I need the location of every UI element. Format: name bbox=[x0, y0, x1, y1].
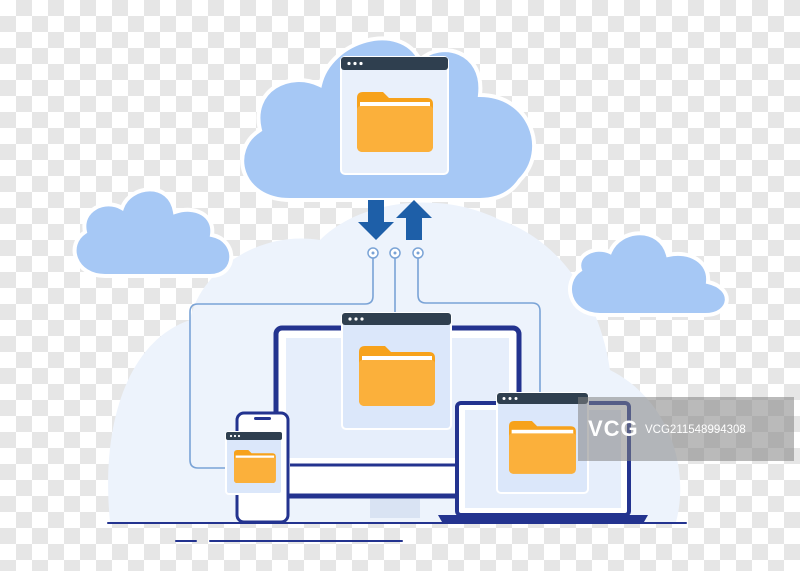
folder-icon bbox=[359, 346, 435, 406]
download-arrow-icon bbox=[358, 200, 394, 240]
monitor-browser-window bbox=[341, 312, 452, 430]
watermark-logo: VCG bbox=[588, 416, 639, 441]
laptop-browser-window bbox=[496, 392, 589, 494]
folder-icon bbox=[357, 92, 433, 152]
upload-arrow-icon bbox=[396, 200, 432, 240]
connector-lines bbox=[189, 258, 541, 469]
phone-browser-window bbox=[225, 431, 283, 495]
connector-nodes bbox=[367, 247, 424, 259]
watermark-box bbox=[578, 397, 794, 461]
folder-icon bbox=[234, 450, 276, 483]
cloud-browser-window bbox=[340, 56, 449, 175]
ground-lines bbox=[107, 522, 687, 542]
left-cloud-icon bbox=[72, 187, 234, 278]
right-cloud-icon bbox=[568, 231, 729, 317]
folder-icon bbox=[509, 421, 576, 474]
watermark-id: VCG211548994308 bbox=[645, 424, 746, 436]
